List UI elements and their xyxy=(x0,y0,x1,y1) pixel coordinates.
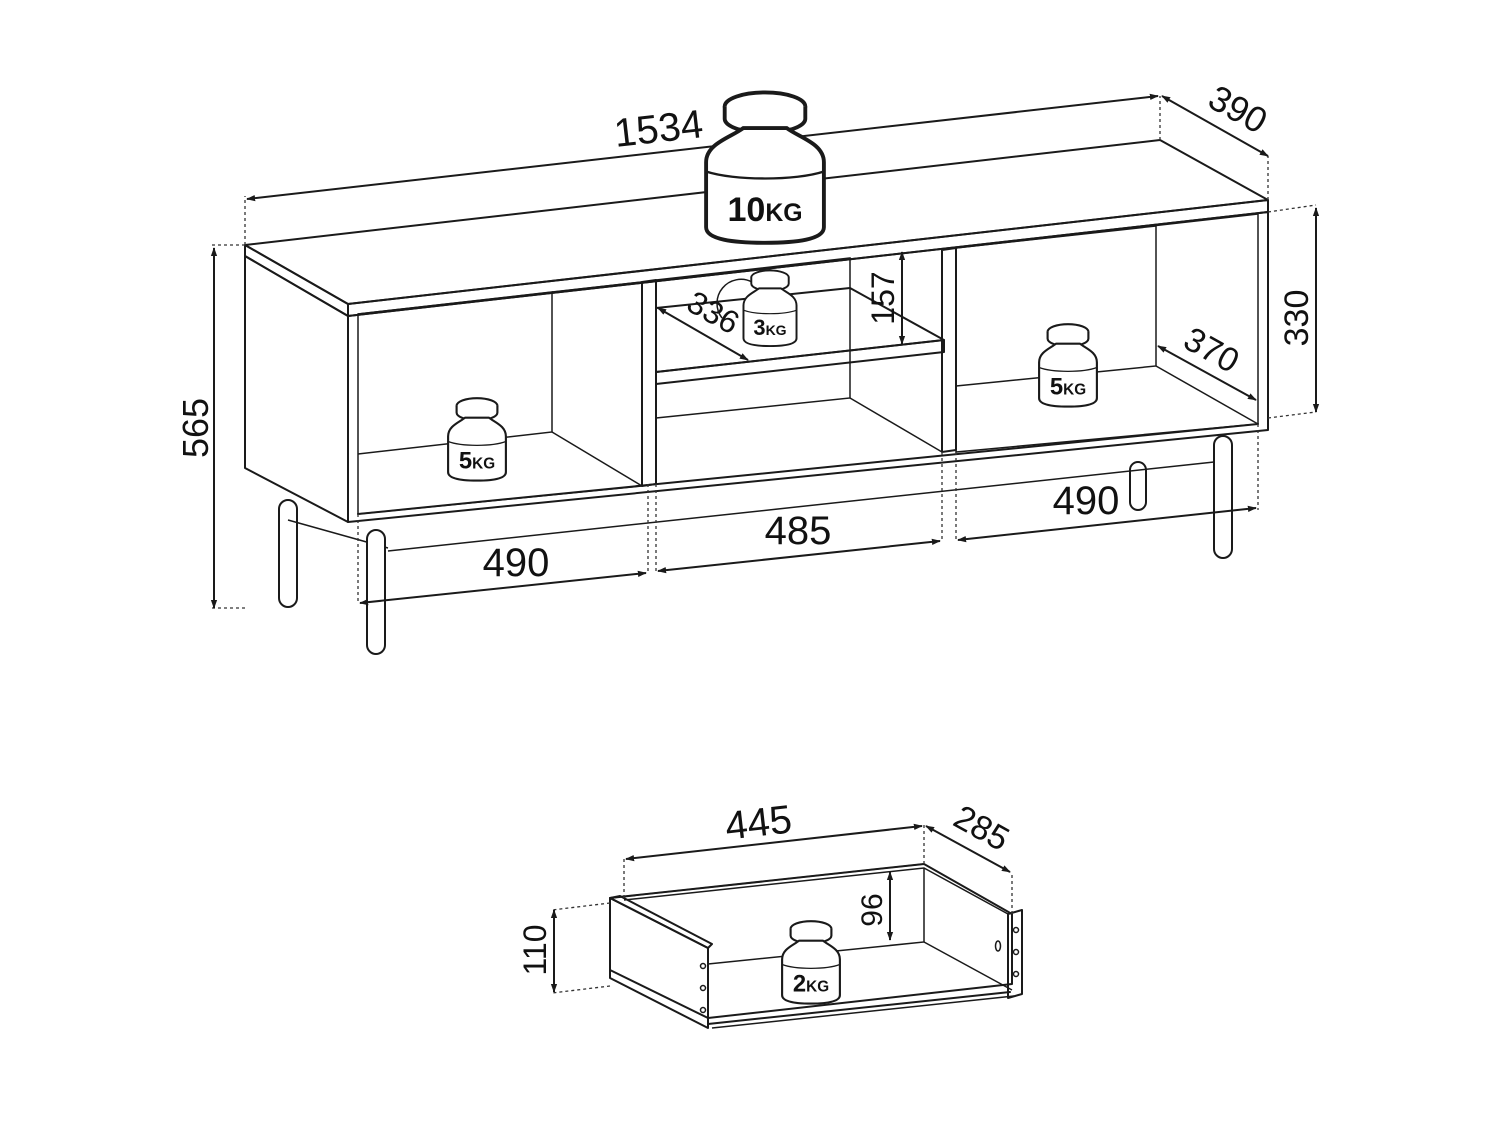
dim-shelf-depth: 336 xyxy=(681,284,745,341)
drawer: 445 285 110 96 2KG xyxy=(517,797,1023,1029)
drawer-dim-line-depth xyxy=(925,825,1011,873)
svg-text:3KG: 3KG xyxy=(753,315,786,340)
shelf-arc-mark xyxy=(716,278,753,319)
dim-inner-height: 330 xyxy=(1278,290,1316,347)
front-left-leg xyxy=(366,529,386,655)
dim-shelf-gap: 157 xyxy=(865,271,901,324)
svg-text:2KG: 2KG xyxy=(793,971,829,998)
left-compartment xyxy=(357,281,643,515)
front-right-leg xyxy=(1213,435,1233,559)
dim-middle-compartment: 485 xyxy=(765,509,832,553)
dim-inner-depth: 370 xyxy=(1177,320,1245,381)
dim-line-middle-compartment xyxy=(657,538,941,574)
dim-width: 1534 xyxy=(612,102,705,156)
middle-floor-edge xyxy=(849,397,943,453)
weight-shelf-unit: KG xyxy=(766,322,787,338)
middle-shelf-front xyxy=(655,339,945,385)
drawer-dimension-lines xyxy=(550,823,1011,993)
dim-right-compartment: 490 xyxy=(1053,479,1120,523)
middle-compartment-back xyxy=(655,257,851,419)
svg-text:10KG: 10KG xyxy=(727,191,802,229)
dim-line-depth xyxy=(1161,95,1269,157)
weight-left-unit: KG xyxy=(472,456,495,473)
left-compartment-ceiling xyxy=(551,281,643,293)
svg-text:5KG: 5KG xyxy=(1050,374,1086,401)
tv-cabinet: 1534 390 565 330 370 336 157 490 485 490… xyxy=(175,77,1320,655)
weight-drawer-value: 2 xyxy=(793,971,806,998)
top-side-edge xyxy=(244,244,349,317)
drawer-extension-lines xyxy=(551,824,1013,994)
dim-line-width xyxy=(246,93,1159,202)
dim-line-inner-depth xyxy=(1157,345,1257,401)
drawer-back-top xyxy=(609,863,925,899)
drawer-dim-line-width xyxy=(625,823,923,862)
weight-top: 10KG xyxy=(704,90,826,245)
drawer-dim-inner-height: 96 xyxy=(856,893,889,926)
drawer-dim-height: 110 xyxy=(517,924,553,975)
weight-left-value: 5 xyxy=(459,448,472,475)
dim-line-right-compartment xyxy=(957,505,1257,543)
back-legs xyxy=(278,461,1147,608)
drawer-dimension-labels: 445 285 110 96 xyxy=(517,797,1015,975)
dim-line-shelf-depth xyxy=(657,307,749,361)
weight-right: 5KG xyxy=(1038,323,1098,408)
dim-line-left-compartment xyxy=(359,570,647,606)
dimension-lines xyxy=(210,93,1320,609)
svg-text:5KG: 5KG xyxy=(459,448,495,475)
weight-shelf: 3KG xyxy=(742,269,798,348)
dim-depth: 390 xyxy=(1202,77,1274,142)
dim-left-compartment: 490 xyxy=(483,541,550,585)
weight-shelf-value: 3 xyxy=(753,315,765,340)
weight-top-unit: KG xyxy=(765,200,802,227)
weight-left: 5KG xyxy=(447,397,507,482)
drawer-front-lip-2 xyxy=(711,995,1015,1029)
drawer-dim-width: 445 xyxy=(723,797,794,848)
weight-right-unit: KG xyxy=(1063,382,1086,399)
extension-lines xyxy=(212,96,1317,609)
weight-top-value: 10 xyxy=(727,191,765,229)
drawer-left-side-top xyxy=(609,895,713,949)
drawer-right-side xyxy=(1007,909,1023,999)
drawer-left-side xyxy=(609,897,709,1029)
drawer-dim-depth: 285 xyxy=(947,798,1015,859)
dim-height: 565 xyxy=(175,398,216,458)
weight-drawer: 2KG xyxy=(781,920,841,1005)
left-compartment-opening xyxy=(357,281,643,515)
drawer-screw-holes xyxy=(699,926,1020,1014)
back-left-leg xyxy=(278,499,298,608)
divider-left xyxy=(641,279,657,487)
weight-right-value: 5 xyxy=(1050,374,1063,401)
right-compartment-floor-edge xyxy=(1155,365,1259,425)
front-rail xyxy=(387,461,1215,552)
drawer-floor-edge xyxy=(923,941,1013,991)
weight-drawer-unit: KG xyxy=(806,979,829,996)
left-compartment-floor-edge xyxy=(551,431,643,487)
drawer-front-lip xyxy=(707,991,1011,1025)
